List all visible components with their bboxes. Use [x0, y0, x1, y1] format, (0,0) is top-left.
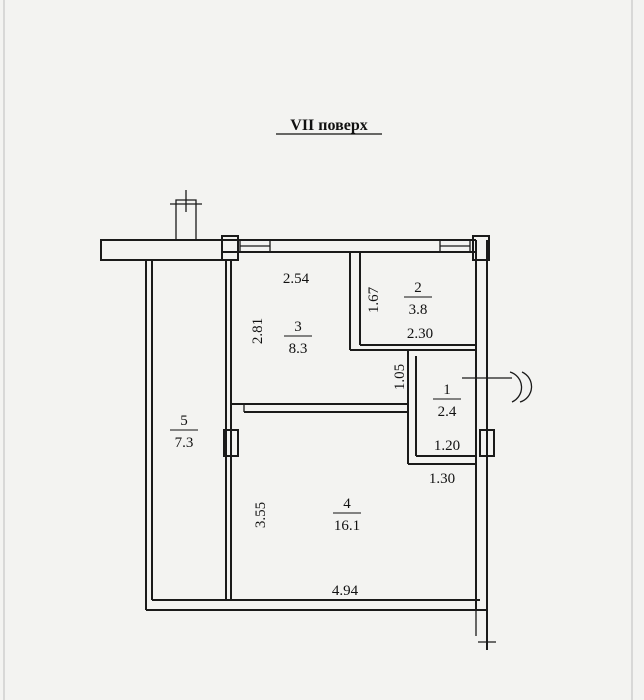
room-label-4: 4 16.1: [333, 496, 361, 534]
room-number-4: 4: [343, 496, 351, 512]
dimension-4-94: 4.94: [332, 583, 359, 599]
room-label-5: 5 7.3: [170, 413, 198, 451]
room-number-1: 1: [443, 382, 451, 398]
entry-door: [462, 371, 533, 403]
room-area-5: 7.3: [175, 435, 194, 451]
column-top-right: [472, 235, 490, 261]
dimension-2-81: 2.81: [250, 318, 266, 344]
dimension-2-54: 2.54: [283, 271, 310, 287]
dimension-2-30: 2.30: [407, 326, 433, 342]
column-right: [479, 429, 495, 457]
dimension-1-67: 1.67: [366, 286, 382, 313]
dimension-3-55: 3.55: [253, 502, 269, 528]
room-number-5: 5: [180, 413, 188, 429]
room-area-1: 2.4: [438, 404, 457, 420]
dimension-1-20: 1.20: [434, 438, 460, 454]
interior-walls: [225, 252, 476, 600]
room-area-3: 8.3: [289, 341, 308, 357]
room-number-2: 2: [414, 280, 422, 296]
window-top-right: [439, 239, 471, 253]
dimension-1-05: 1.05: [392, 364, 408, 390]
dimension-1-30: 1.30: [429, 471, 455, 487]
vent-shaft: [170, 190, 202, 240]
room-label-1: 1 2.4: [433, 382, 461, 420]
room-number-3: 3: [294, 319, 302, 335]
room-label-3: 3 8.3: [284, 319, 312, 357]
floor-title: VII поверх: [290, 117, 367, 134]
room-label-2: 2 3.8: [404, 280, 432, 318]
room-area-4: 16.1: [334, 518, 360, 534]
window-top-left: [239, 239, 271, 253]
room-area-2: 3.8: [409, 302, 428, 318]
